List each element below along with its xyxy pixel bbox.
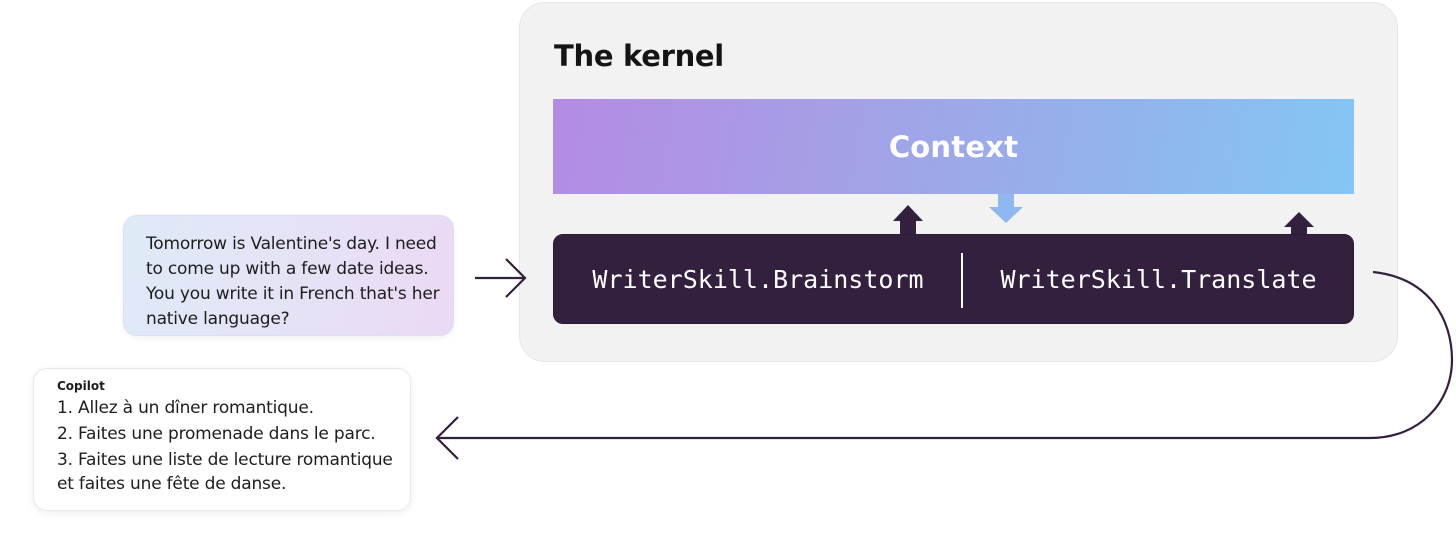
skill-translate: WriterSkill.Translate	[962, 235, 1355, 323]
context-label: Context	[888, 129, 1019, 164]
response-item: 1. Allez à un dîner romantique.	[57, 398, 314, 418]
context-block: Context	[553, 99, 1354, 194]
skill-translate-label: WriterSkill.Translate	[1000, 264, 1317, 294]
response-list: 1. Allez à un dîner romantique. 2. Faite…	[57, 396, 402, 498]
skill-brainstorm-label: WriterSkill.Brainstorm	[592, 264, 924, 294]
copilot-response-card: Copilot 1. Allez à un dîner romantique. …	[33, 368, 411, 511]
response-item: 2. Faites une promenade dans le parc.	[57, 424, 376, 444]
arrow-right-icon	[475, 258, 527, 298]
response-author: Copilot	[57, 379, 105, 393]
response-item: 3. Faites une liste de lecture romantiqu…	[57, 450, 393, 494]
skills-bar: WriterSkill.Brainstorm WriterSkill.Trans…	[553, 234, 1354, 324]
user-prompt-card: Tomorrow is Valentine's day. I need to c…	[123, 215, 454, 336]
kernel-title: The kernel	[554, 39, 724, 73]
skill-brainstorm: WriterSkill.Brainstorm	[554, 235, 962, 323]
user-prompt-text: Tomorrow is Valentine's day. I need to c…	[146, 234, 440, 329]
